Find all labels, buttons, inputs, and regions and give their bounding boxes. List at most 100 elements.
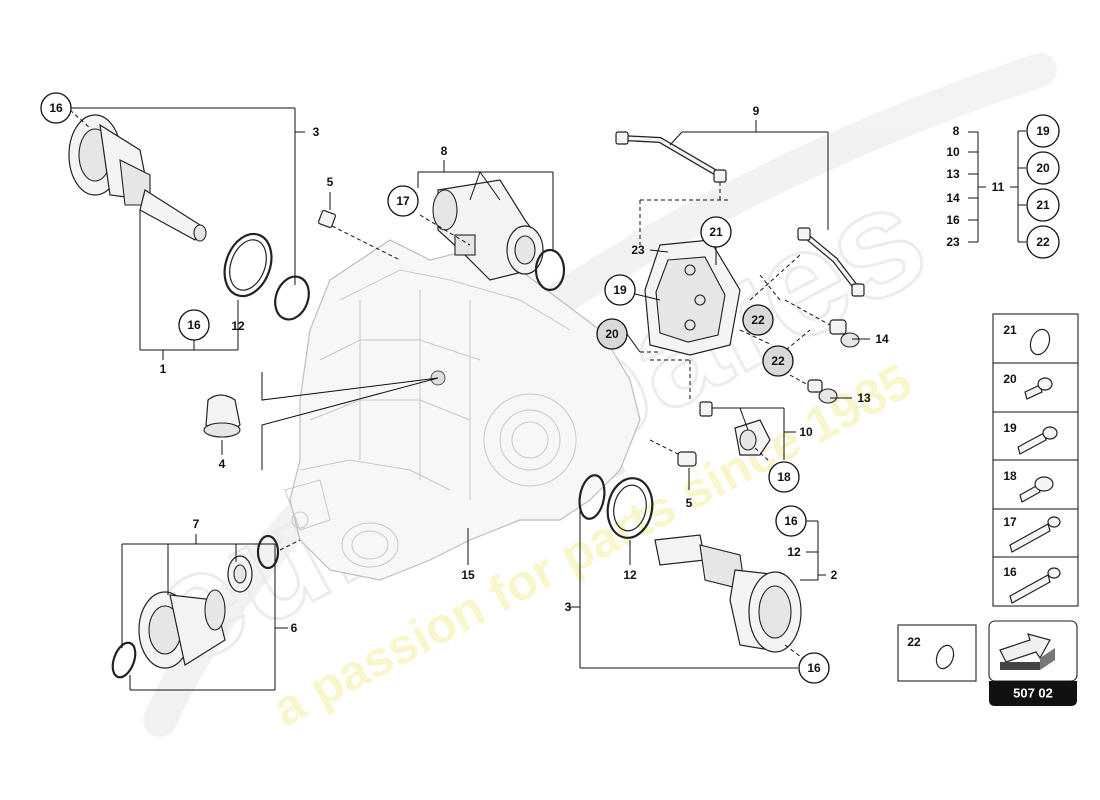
- group-item[interactable]: 8: [953, 124, 960, 138]
- callout-21[interactable]: 21: [700, 216, 732, 248]
- callout-19[interactable]: 19: [604, 274, 636, 306]
- group-item[interactable]: 10: [946, 145, 960, 159]
- callout-group-22[interactable]: 22: [1026, 225, 1060, 259]
- svg-text:16: 16: [784, 514, 798, 528]
- svg-text:16: 16: [187, 318, 201, 332]
- label-4[interactable]: 4: [219, 457, 226, 471]
- o-ring-icon: [1029, 328, 1051, 356]
- gearbox-housing: [284, 239, 641, 581]
- bearing-small: [227, 555, 253, 593]
- label-15[interactable]: 15: [461, 568, 475, 582]
- svg-text:19: 19: [1036, 124, 1050, 138]
- svg-text:19: 19: [1003, 421, 1017, 435]
- flange-left-bottom: [138, 589, 226, 669]
- label-7[interactable]: 7: [193, 517, 200, 531]
- flange-bolt-icon: [1019, 476, 1054, 503]
- label-5-bottom[interactable]: 5: [686, 496, 693, 510]
- sensor-14: [829, 319, 860, 348]
- callout-18[interactable]: 18: [768, 461, 800, 493]
- label-1[interactable]: 1: [160, 362, 167, 376]
- callout-group-19[interactable]: 19: [1026, 114, 1060, 148]
- callout-20[interactable]: 20: [596, 318, 628, 350]
- callout-16-bottom-right[interactable]: 16: [798, 652, 830, 684]
- svg-text:21: 21: [709, 225, 723, 239]
- group-item[interactable]: 23: [946, 235, 960, 249]
- solenoid-valve: [699, 401, 771, 456]
- label-13[interactable]: 13: [857, 391, 871, 405]
- diagram-code: 507 02: [1013, 686, 1053, 701]
- label-23[interactable]: 23: [631, 243, 645, 257]
- svg-text:17: 17: [396, 194, 410, 208]
- actuator-motor: [432, 179, 544, 281]
- callout-22-upper[interactable]: 22: [742, 304, 774, 336]
- label-5-top[interactable]: 5: [327, 175, 334, 189]
- callout-16-mid-left[interactable]: 16: [178, 309, 210, 341]
- label-8[interactable]: 8: [441, 144, 448, 158]
- label-14[interactable]: 14: [875, 332, 889, 346]
- group-list: 8 10 13 14 16 23: [946, 124, 960, 249]
- legend-item-21[interactable]: 21: [1003, 323, 1053, 357]
- label-12-left[interactable]: 12: [231, 319, 245, 333]
- plug-top: [317, 209, 337, 229]
- callout-16-top-left[interactable]: 16: [40, 92, 72, 124]
- group-item[interactable]: 16: [946, 213, 960, 227]
- callout-22-lower[interactable]: 22: [762, 345, 794, 377]
- svg-text:16: 16: [807, 661, 821, 675]
- svg-text:18: 18: [777, 470, 791, 484]
- legend-item-22[interactable]: 22: [897, 624, 977, 682]
- callout-group-21[interactable]: 21: [1026, 188, 1060, 222]
- svg-text:22: 22: [771, 354, 785, 368]
- svg-text:22: 22: [907, 635, 921, 649]
- svg-text:19: 19: [613, 283, 627, 297]
- breather-cap: [203, 394, 241, 438]
- valve-body: [644, 239, 741, 356]
- svg-text:20: 20: [605, 327, 619, 341]
- label-6[interactable]: 6: [291, 621, 298, 635]
- circlip-left: [274, 275, 310, 321]
- svg-text:16: 16: [49, 101, 63, 115]
- hardware-legend: 21 20 19 18 17: [992, 313, 1079, 607]
- output-shaft-right: [654, 534, 802, 653]
- circlip-right: [578, 474, 606, 520]
- label-3-bottom[interactable]: 3: [565, 600, 572, 614]
- output-shaft-left: [68, 114, 207, 242]
- legend-item-16[interactable]: 16: [1003, 565, 1061, 604]
- label-10[interactable]: 10: [799, 425, 813, 439]
- leader-lines: [56, 107, 1026, 691]
- label-12-lower-right[interactable]: 12: [787, 545, 801, 559]
- svg-text:20: 20: [1003, 372, 1017, 386]
- label-9[interactable]: 9: [753, 104, 760, 118]
- svg-text:17: 17: [1003, 515, 1017, 529]
- svg-text:20: 20: [1036, 161, 1050, 175]
- legend-item-19[interactable]: 19: [1003, 421, 1058, 455]
- oil-pipe-right: [797, 227, 865, 297]
- seal-ring-large-right: [606, 477, 654, 539]
- sensor-13: [807, 379, 838, 404]
- medium-bolt-icon: [1017, 426, 1058, 455]
- group-item[interactable]: 13: [946, 167, 960, 181]
- label-3-top[interactable]: 3: [313, 125, 320, 139]
- short-bolt-icon: [1024, 377, 1053, 400]
- svg-text:16: 16: [1003, 565, 1017, 579]
- label-11[interactable]: 11: [992, 180, 1005, 194]
- o-ring-icon: [935, 644, 955, 670]
- callout-16-right[interactable]: 16: [775, 505, 807, 537]
- label-12-right[interactable]: 12: [623, 568, 637, 582]
- seal-small: [256, 534, 280, 570]
- legend-item-20[interactable]: 20: [1003, 372, 1053, 400]
- view-direction-arrow-icon: [999, 633, 1055, 670]
- seal-ring-large-left: [223, 232, 273, 298]
- long-bolt-icon: [1009, 567, 1061, 604]
- svg-text:18: 18: [1003, 469, 1017, 483]
- circlip-bottom-left: [111, 641, 137, 679]
- group-item[interactable]: 14: [946, 191, 960, 205]
- label-2[interactable]: 2: [831, 568, 838, 582]
- long-bolt-icon: [1009, 516, 1061, 553]
- o-ring-actuator: [534, 248, 566, 292]
- callout-group-20[interactable]: 20: [1026, 151, 1060, 185]
- legend-item-18[interactable]: 18: [1003, 469, 1054, 503]
- svg-text:21: 21: [1036, 198, 1050, 212]
- legend-item-17[interactable]: 17: [1003, 515, 1061, 553]
- plug-bottom: [677, 451, 697, 467]
- callout-17[interactable]: 17: [387, 185, 419, 217]
